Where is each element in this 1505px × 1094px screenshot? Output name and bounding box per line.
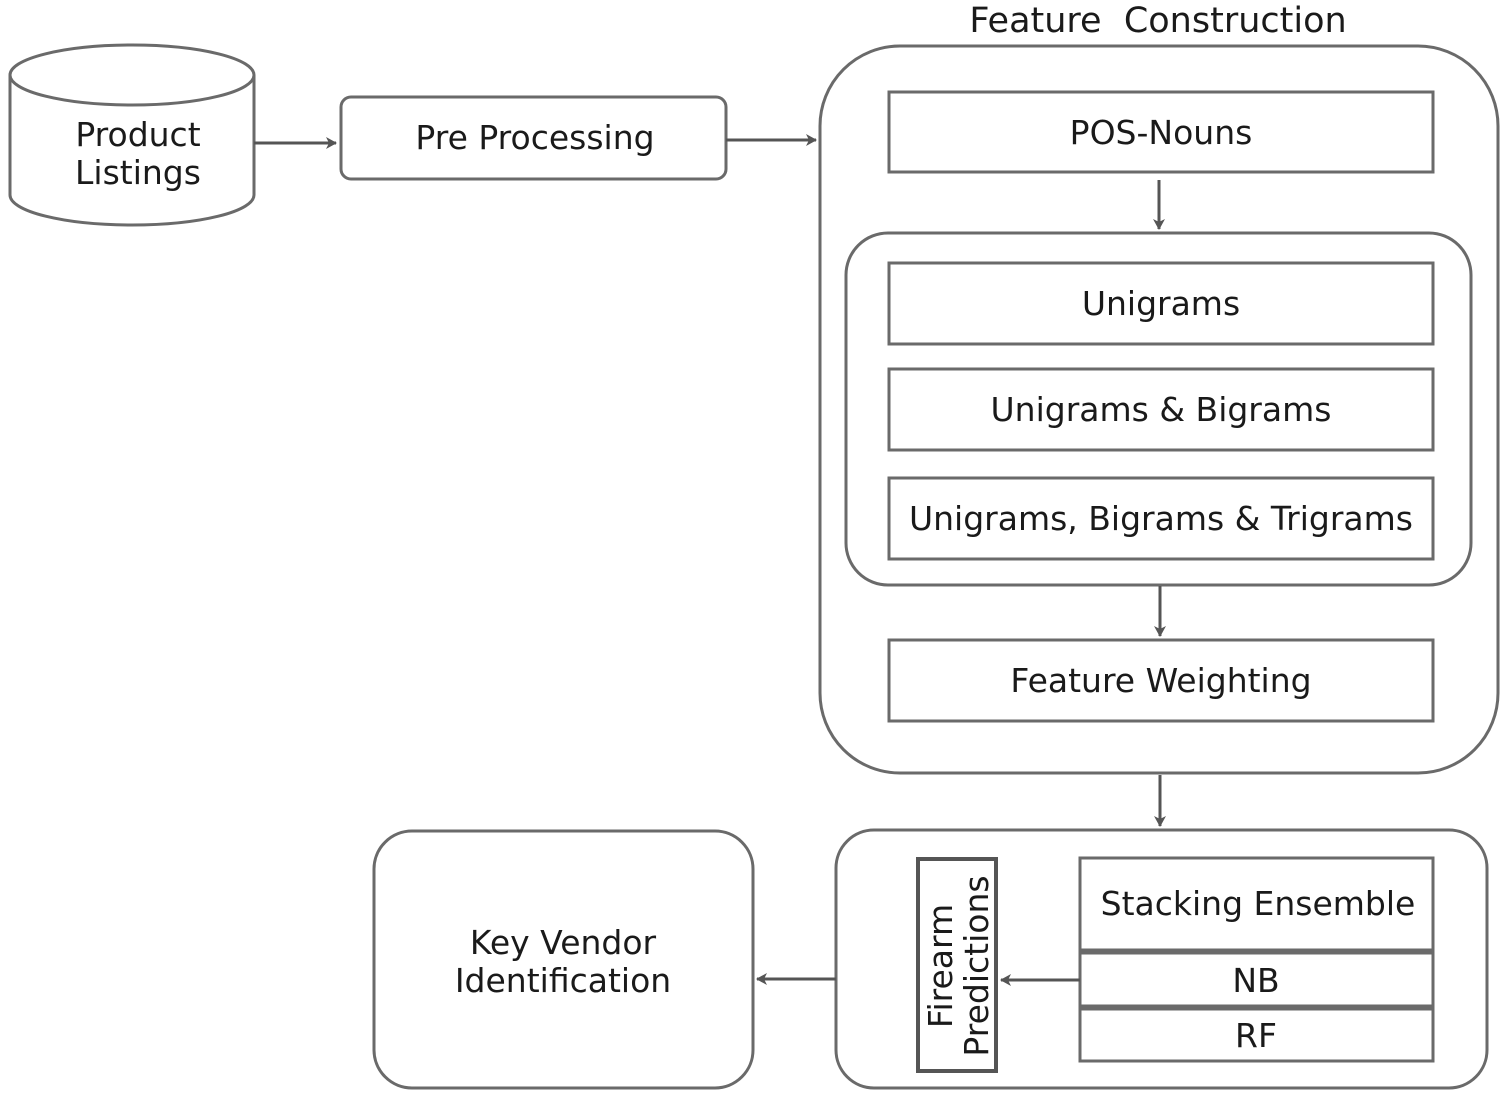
unigrams-bigrams-trigrams-label: Unigrams, Bigrams & Trigrams [909, 499, 1413, 538]
unigrams-label: Unigrams [1082, 284, 1240, 323]
product-listings-label-line2: Listings [75, 153, 201, 192]
nb-node: NB [1078, 951, 1435, 1008]
firearm-predictions-label-line2: Predictions [957, 875, 996, 1056]
firearm-predictions-node: Firearm Predictions [916, 857, 998, 1073]
stacking-ensemble-label: Stacking Ensemble [1101, 884, 1416, 923]
pos-nouns-label: POS-Nouns [1070, 113, 1253, 152]
rf-node: RF [1078, 1007, 1435, 1063]
unigrams-node: Unigrams [887, 261, 1435, 346]
feature-construction-title: Feature Construction [969, 1, 1346, 41]
pre-processing-node: Pre Processing [339, 95, 728, 181]
unigrams-bigrams-node: Unigrams & Bigrams [887, 367, 1435, 452]
key-vendor-label-line1: Key Vendor [470, 923, 657, 962]
key-vendor-label-line2: Identification [455, 961, 671, 1000]
unigrams-bigrams-label: Unigrams & Bigrams [991, 390, 1332, 429]
product-listings-label-line1: Product [75, 115, 200, 154]
feature-weighting-node: Feature Weighting [887, 638, 1435, 723]
unigrams-bigrams-trigrams-node: Unigrams, Bigrams & Trigrams [887, 476, 1435, 561]
nb-label: NB [1232, 961, 1279, 1000]
product-listings-node: Product Listings [8, 43, 256, 227]
pre-processing-label: Pre Processing [415, 118, 654, 157]
stacking-ensemble-node: Stacking Ensemble [1078, 856, 1435, 952]
pos-nouns-node: POS-Nouns [887, 90, 1435, 174]
firearm-predictions-label-line1: Firearm [921, 904, 960, 1028]
rf-label: RF [1235, 1016, 1277, 1055]
feature-weighting-label: Feature Weighting [1010, 661, 1311, 700]
key-vendor-identification-node: Key Vendor Identification [372, 829, 755, 1090]
